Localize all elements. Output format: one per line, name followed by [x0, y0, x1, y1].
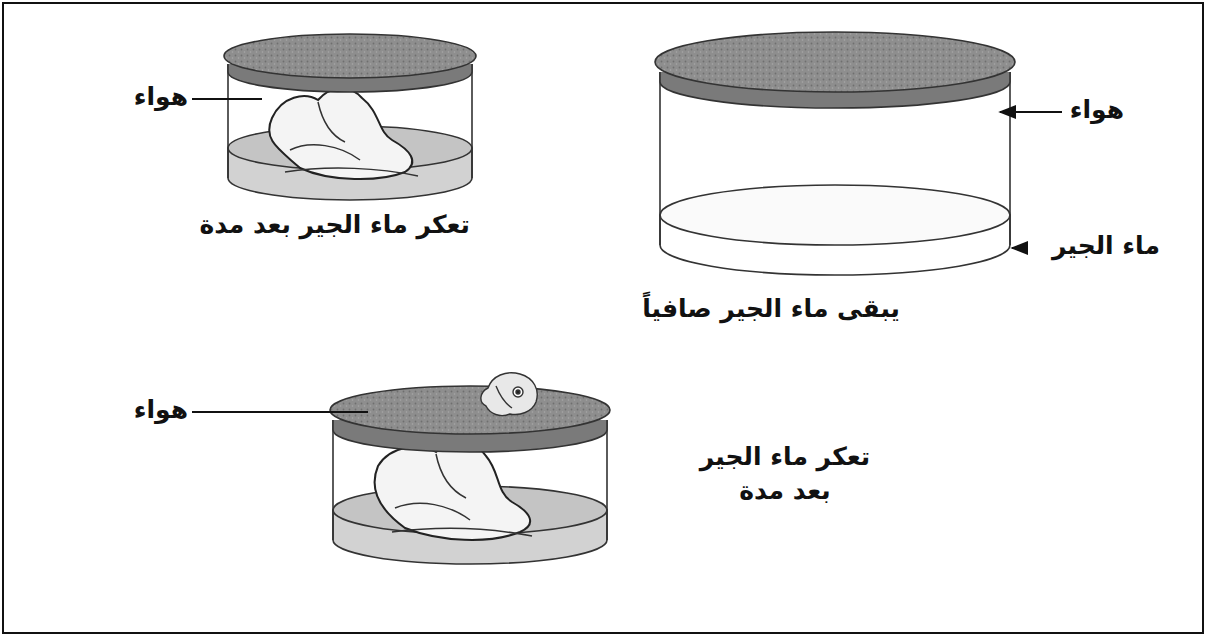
- text-label: يبقى ماء الجير صافياً: [642, 292, 900, 326]
- text-label: هواء: [134, 393, 188, 427]
- text-label: تعكر ماء الجير بعد مدة: [690, 440, 880, 508]
- leader-line: [1000, 111, 1062, 113]
- leader-lines: [192, 99, 1062, 412]
- text-label: هواء: [1070, 93, 1124, 127]
- dish-control: [655, 32, 1015, 275]
- frog: [481, 373, 537, 416]
- dish-with-meat-and-frog: [330, 373, 610, 564]
- leader-line: [192, 98, 262, 100]
- dish-with-meat: [224, 34, 476, 200]
- leader-line: [1012, 247, 1024, 249]
- text-label: تعكر ماء الجير بعد مدة: [200, 208, 470, 242]
- text-label: هواء: [134, 80, 188, 114]
- text-label: ماء الجير: [1052, 229, 1160, 263]
- frame: [3, 3, 1203, 633]
- leader-line: [192, 411, 368, 413]
